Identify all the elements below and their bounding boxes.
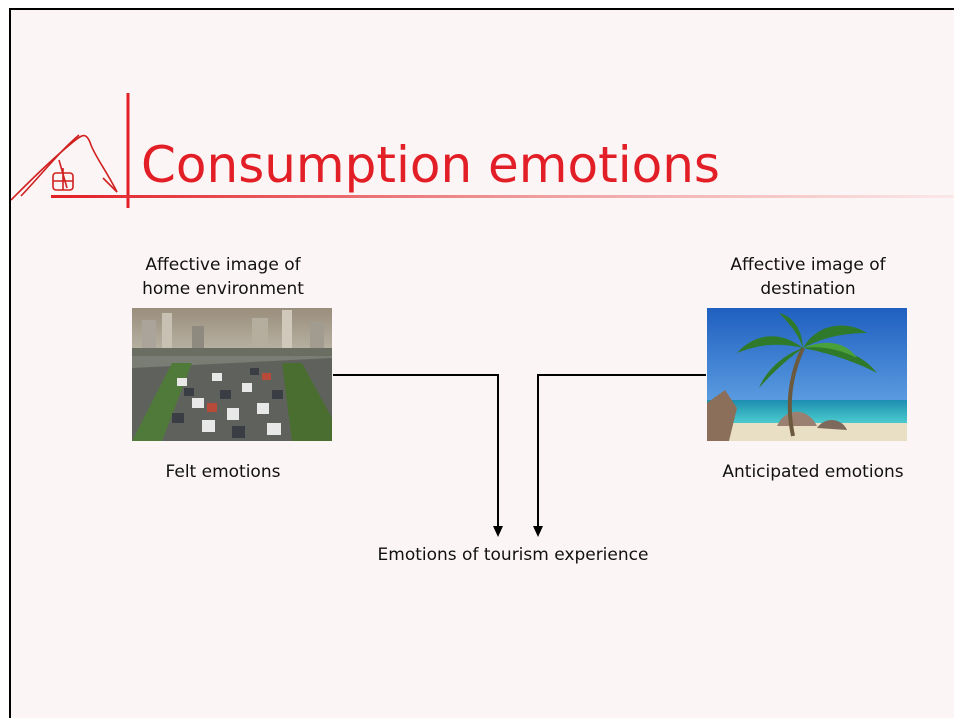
left-arrowhead xyxy=(493,526,503,537)
beach-photo xyxy=(707,308,907,441)
right-caption: Affective image of destination xyxy=(708,253,908,301)
slide-decoration xyxy=(11,93,954,537)
connector-lines xyxy=(333,374,706,526)
outcome-label: Emotions of tourism experience xyxy=(377,545,649,565)
traffic-photo xyxy=(132,308,332,441)
right-caption-line1: Affective image of xyxy=(730,255,886,275)
left-emotion-label: Felt emotions xyxy=(165,462,281,482)
left-caption-line1: Affective image of xyxy=(145,255,301,275)
slide-title: Consumption emotions xyxy=(141,136,720,194)
right-caption-line2: destination xyxy=(760,279,856,299)
left-caption-line2: home environment xyxy=(142,279,304,299)
slide: Consumption emotions Affective image of … xyxy=(9,8,954,718)
left-connector xyxy=(333,374,499,526)
right-emotion-label: Anticipated emotions xyxy=(722,462,904,482)
title-underline xyxy=(51,195,954,198)
right-arrowhead xyxy=(533,526,543,537)
mountain-cable-car-icon xyxy=(11,134,118,201)
right-connector xyxy=(537,374,706,526)
left-caption: Affective image of home environment xyxy=(123,253,323,301)
